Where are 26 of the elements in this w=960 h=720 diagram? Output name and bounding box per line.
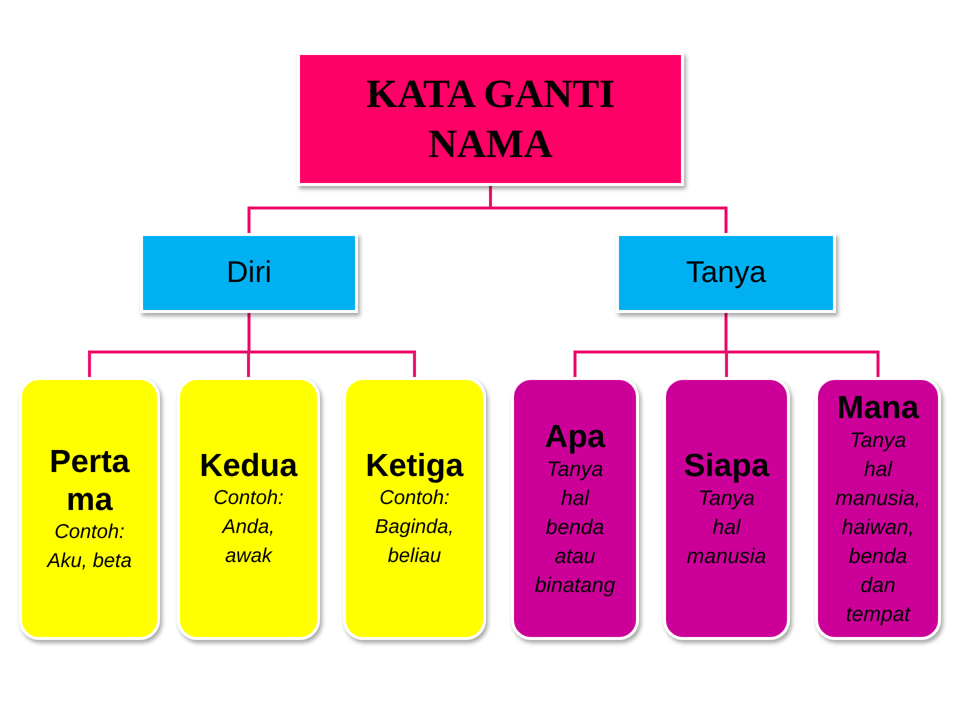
connector-line xyxy=(248,313,416,377)
type-card xyxy=(19,377,160,640)
heading-text: Mana xyxy=(837,388,919,426)
heading-text: Tanya xyxy=(686,255,766,291)
description-text: Contoh: Aku, beta xyxy=(45,520,133,574)
heading-text: Apa xyxy=(544,417,606,455)
heading-text: Ketiga xyxy=(366,446,464,484)
type-card xyxy=(343,377,486,640)
heading-text: Siapa xyxy=(684,446,770,484)
description-text: Contoh: Anda, awak xyxy=(212,486,285,569)
description-text: Tanya hal benda atau binatang xyxy=(534,457,616,599)
heading-text: KATA GANTI NAMA xyxy=(365,70,616,168)
type-card xyxy=(511,377,639,640)
root-box xyxy=(297,52,684,186)
heading-text: Pertama xyxy=(48,442,131,518)
type-card xyxy=(177,377,320,640)
description-text: Tanya hal manusia xyxy=(686,486,768,570)
type-card xyxy=(663,377,790,640)
heading-text: Kedua xyxy=(200,446,298,484)
category-box xyxy=(140,233,358,313)
description-text: Tanya hal manusia, haiwan, benda dan tempat xyxy=(834,428,922,628)
connector-line xyxy=(489,186,728,233)
description-text: Contoh: Baginda, beliau xyxy=(374,486,455,569)
heading-text: Diri xyxy=(226,255,272,291)
type-card xyxy=(815,377,941,640)
category-box xyxy=(616,233,836,313)
